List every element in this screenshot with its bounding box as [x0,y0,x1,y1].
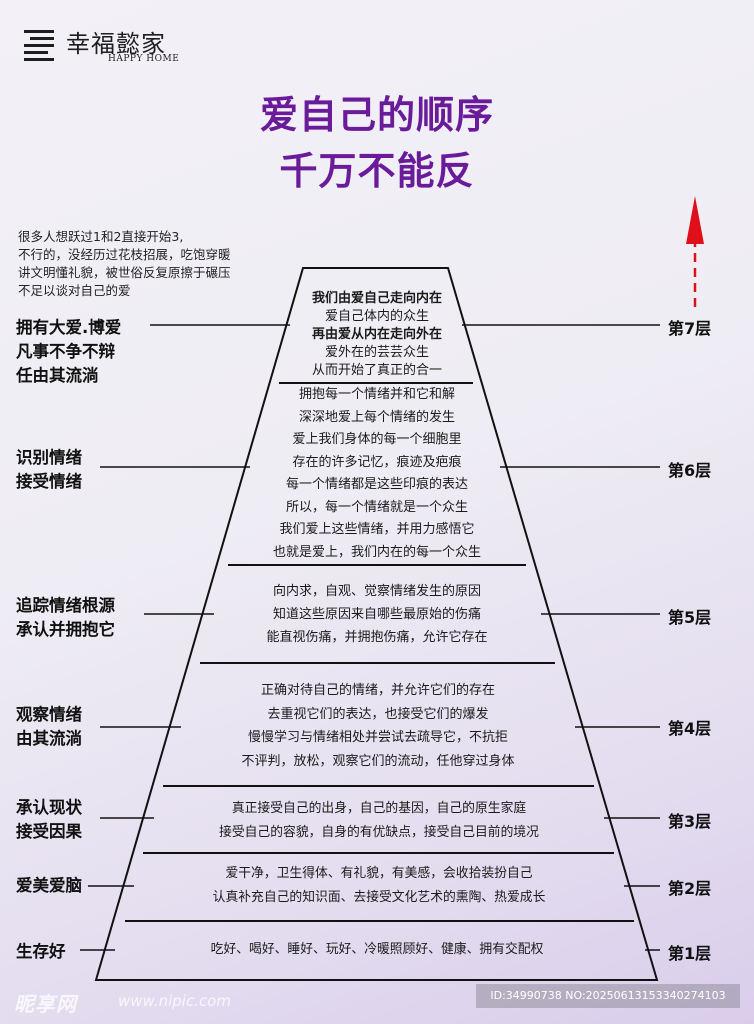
intro-text: 很多人想跃过1和2直接开始3, 不行的，没经历过花枝招展，吃饱穿暖 讲文明懂礼貌… [18,228,278,300]
layer-line: 从而开始了真正的合一 [311,363,442,378]
layer-line: 深深地爱上每个情绪的发生 [298,409,455,425]
layer-label-5: 第5层 [668,608,712,627]
layer-line: 爱自己体内的众生 [324,309,429,324]
side-label-line: 追踪情绪根源 [16,596,115,615]
layer-line: 认真补充自己的知识面、去接受文化艺术的熏陶、热爱成长 [212,890,546,905]
layer-label-2: 第2层 [668,879,712,898]
layer-line: 爱上我们身体的每一个细胞里 [292,432,462,447]
layer-line: 向内求，自观、觉察情绪发生的原因 [272,584,481,599]
layer-line: 再由爱从内在走向外在 [311,327,442,342]
layer-line: 知道这些原因来自哪些最原始的伤痛 [272,607,481,622]
side-label-line: 拥有大爱.博爱 [16,318,122,337]
side-label-line: 爱美爱脑 [16,876,82,895]
layer-line: 也就是爱上，我们内在的每一个众生 [272,544,481,560]
brand-subtitle: HAPPY HOME [108,54,180,64]
intro-line: 很多人想跃过1和2直接开始3, [18,229,184,244]
layer-label-4: 第4层 [668,719,712,738]
side-label-layer-4: 观察情绪 由其流淌 [16,703,82,751]
brand-logo: 幸福懿家 HAPPY HOME [22,24,192,68]
layer-line: 所以，每一个情绪就是一个众生 [285,499,468,515]
side-label-line: 观察情绪 [16,705,82,724]
layer-line: 去重视它们的表达，也接受它们的爆发 [267,706,489,722]
side-label-line: 接受情绪 [16,472,82,491]
watermark-logo: 昵享网 [14,992,77,1016]
side-label-layer-5: 追踪情绪根源 承认并拥抱它 [16,594,115,642]
up-arrow-icon [686,196,704,310]
watermark-id: ID:34990738 NO:20250613153340274103 [476,984,740,1008]
layer-line: 能直视伤痛，并拥抱伤痛，允许它存在 [266,630,488,645]
layer-line: 爱外在的芸芸众生 [324,345,429,360]
intro-line: 不足以谈对自己的爱 [18,283,131,298]
layer-line: 不评判，放松，观察它们的流动，任他穿过身体 [241,753,515,769]
intro-line: 不行的，没经历过花枝招展，吃饱穿暖 [18,247,231,262]
layer-line: 拥抱每一个情绪并和它和解 [298,387,455,402]
layer-line: 我们由爱自己走向内在 [311,291,442,306]
connector-lines [80,324,660,951]
side-label-line: 识别情绪 [16,448,82,467]
layer-5-text: 向内求，自观、觉察情绪发生的原因 知道这些原因来自哪些最原始的伤痛 能直视伤痛，… [216,580,538,649]
pyramid-outline [94,267,659,981]
side-label-layer-6: 识别情绪 接受情绪 [16,446,82,494]
layer-label-7: 第7层 [668,319,712,338]
layer-line: 真正接受自己的出身，自己的基因，自己的原生家庭 [231,801,527,816]
layer-2-text: 爱干净，卫生得体、有礼貌，有美感，会收拾装扮自己 认真补充自己的知识面、去接受文… [135,862,623,910]
layer-label-1: 第1层 [668,944,712,963]
side-label-layer-7: 拥有大爱.博爱 凡事不争不辩 任由其流淌 [16,316,121,388]
side-label-layer-1: 生存好 [16,940,66,964]
side-label-line: 接受因果 [16,822,82,841]
page-title: 爱自己的顺序 [259,93,494,137]
layer-1-text: 吃好、喝好、睡好、玩好、冷暖照顾好、健康、拥有交配权 [118,940,636,960]
layer-line: 存在的许多记忆，痕迹及疤痕 [292,454,462,470]
watermark-site: www.nipic.com [118,992,232,1010]
side-label-line: 任由其流淌 [16,366,99,385]
layer-line: 每一个情绪都是这些印痕的表达 [285,477,468,492]
layer-label-6: 第6层 [668,461,712,480]
layer-line: 爱干净，卫生得体、有礼貌，有美感，会收拾装扮自己 [225,866,533,881]
side-label-layer-2: 爱美爱脑 [16,874,82,898]
page-subtitle: 千万不能反 [279,149,475,193]
side-label-line: 承认现状 [16,798,82,817]
layer-label-3: 第3层 [668,812,712,831]
side-label-line: 凡事不争不辩 [16,342,115,361]
side-label-line: 承认并拥抱它 [16,620,115,639]
stacked-bars-logo-icon [22,26,56,61]
intro-line: 讲文明懂礼貌，被世俗反复原擦于碾压 [18,265,231,280]
side-label-layer-3: 承认现状 接受因果 [16,796,82,844]
layer-line: 慢慢学习与情绪相处并尝试去疏导它，不抗拒 [247,730,508,745]
layer-line: 吃好、喝好、睡好、玩好、冷暖照顾好、健康、拥有交配权 [210,942,544,957]
layer-line: 正确对待自己的情绪，并允许它们的存在 [260,683,495,698]
layer-line: 接受自己的容貌，自身的有优缺点，接受自己目前的境况 [219,825,539,840]
brand-name: 幸福懿家 [66,30,166,58]
layer-line: 我们爱上这些情绪，并用力感悟它 [279,522,475,537]
layer-6-text: 拥抱每一个情绪并和它和解 深深地爱上每个情绪的发生 爱上我们身体的每一个细胞里 … [250,384,504,564]
layer-4-text: 正确对待自己的情绪，并允许它们的存在 去重视它们的表达，也接受它们的爆发 慢慢学… [183,679,573,773]
side-label-line: 生存好 [16,942,66,961]
layer-3-text: 真正接受自己的出身，自己的基因，自己的原生家庭 接受自己的容貌，自身的有优缺点，… [155,797,603,845]
layer-7-text: 我们由爱自己走向内在 爱自己体内的众生 再由爱从内在走向外在 爱外在的芸芸众生 … [280,290,474,380]
side-label-line: 由其流淌 [16,729,82,748]
